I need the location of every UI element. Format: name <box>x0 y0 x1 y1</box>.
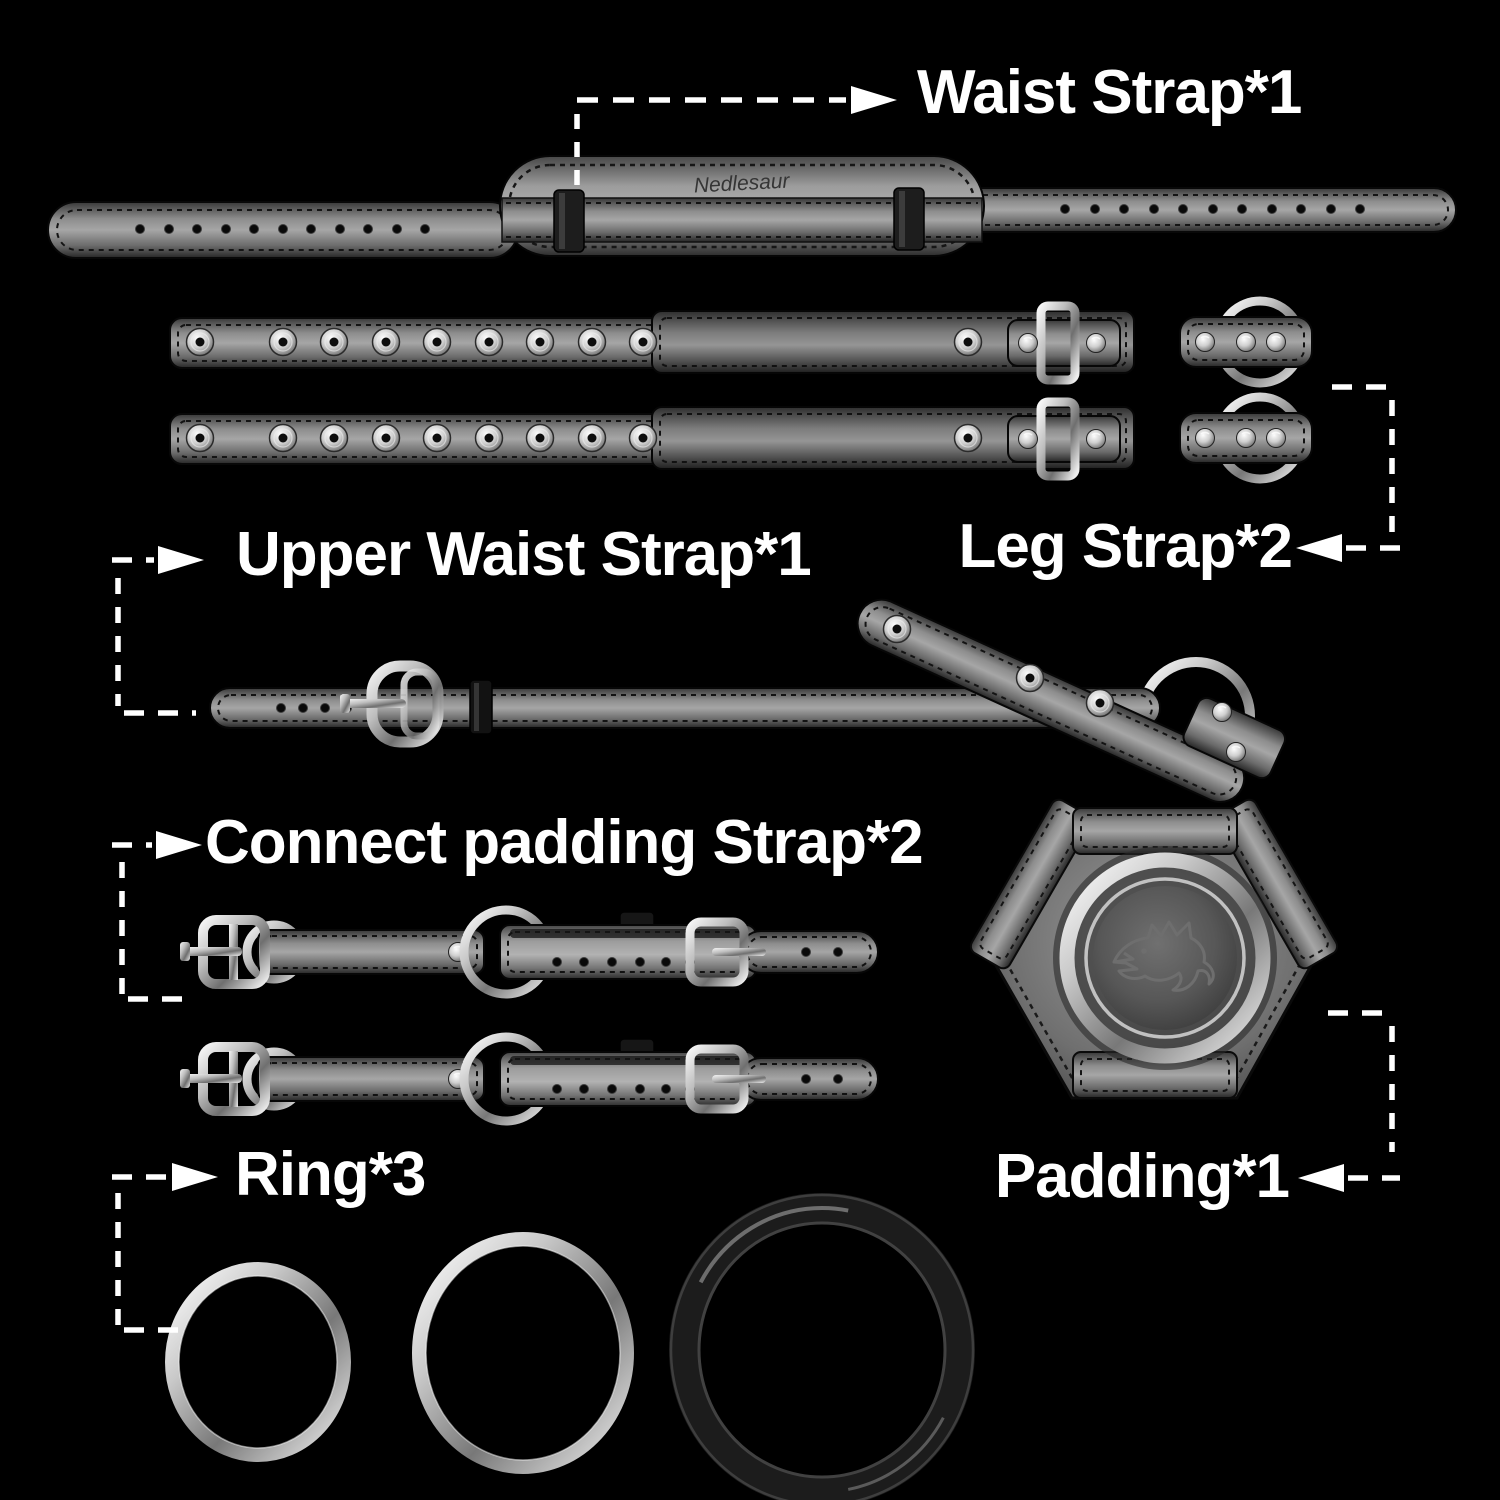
leg-strap-leader <box>1296 384 1400 562</box>
label-padding: Padding*1 <box>994 1142 1290 1211</box>
upper-waist-strap-leader <box>112 546 204 716</box>
connect-padding-strap-leader <box>112 831 202 1002</box>
ring-wrap-tab <box>1182 696 1287 780</box>
label-upper-waist-strap: Upper Waist Strap*1 <box>236 520 812 589</box>
connect-padding-strap-image-2 <box>180 1037 878 1121</box>
rubber-ring-large <box>669 1193 975 1500</box>
connect-padding-strap-image-1 <box>180 910 878 994</box>
leg-strap-image-1 <box>170 301 1312 383</box>
waist-strap-pad: Nedlesaur <box>499 155 985 257</box>
waist-strap-image: Nedlesaur <box>47 155 1457 259</box>
label-leg-strap: Leg Strap*2 <box>958 512 1293 581</box>
label-ring: Ring*3 <box>235 1140 426 1209</box>
ring-leader <box>112 1163 218 1333</box>
padding-image <box>969 798 1339 1100</box>
callout-lines <box>112 86 1400 1333</box>
arrow-left-icon <box>1296 534 1342 562</box>
arrow-right-icon <box>851 86 897 114</box>
dragon-emblem <box>1112 920 1215 992</box>
rings-image <box>165 1193 975 1500</box>
upper-waist-diagonal-strap <box>856 598 1246 803</box>
brand-embossing: Nedlesaur <box>693 169 791 197</box>
arrow-right-icon <box>172 1163 218 1191</box>
metal-ring-small <box>165 1262 351 1462</box>
arrow-left-icon <box>1298 1164 1344 1192</box>
metal-ring-medium <box>412 1232 634 1474</box>
arrow-right-icon <box>158 546 204 574</box>
leg-strap-image-2 <box>170 397 1312 479</box>
arrow-right-icon <box>156 831 202 859</box>
padding-leader <box>1298 1010 1400 1192</box>
label-connect-padding-strap: Connect padding Strap*2 <box>205 808 924 877</box>
label-waist-strap: Waist Strap*1 <box>917 58 1302 127</box>
waist-strap-leader <box>574 86 897 188</box>
upper-waist-strap-image <box>209 598 1287 803</box>
upper-waist-buckle <box>340 660 444 748</box>
